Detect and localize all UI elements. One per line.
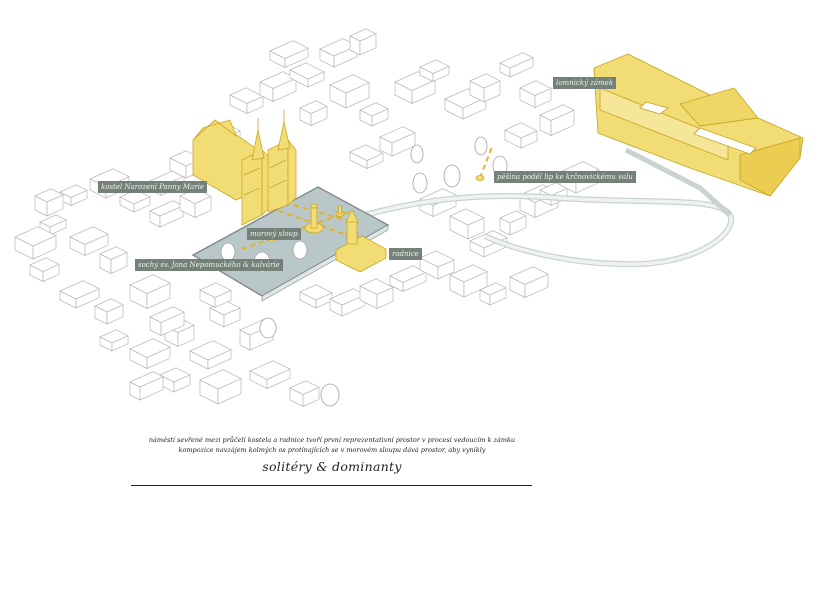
context-building (249, 360, 291, 380)
context-building (159, 367, 191, 383)
label-plague-column: morový sloup (247, 228, 301, 240)
context-building (449, 208, 485, 226)
context-building (189, 340, 232, 361)
context-building (329, 74, 370, 94)
context-building (69, 226, 109, 245)
context-building (149, 306, 185, 323)
context-building (379, 126, 416, 144)
context-building (419, 59, 450, 74)
label-town-hall: radnice (389, 248, 422, 260)
context-building (519, 80, 552, 96)
context-building (479, 282, 507, 296)
trees (220, 136, 508, 407)
context-building (499, 52, 534, 69)
context-building (289, 62, 325, 80)
context-building (449, 264, 488, 283)
label-statues: sochy sv. Jana Nepomuckého & kalvárie (135, 259, 283, 271)
context-building (59, 184, 88, 198)
procession-path (364, 147, 735, 268)
title-underline (131, 485, 532, 486)
context-building (359, 278, 394, 295)
context-building (39, 214, 67, 228)
context-building (499, 210, 527, 224)
context-building (129, 338, 171, 358)
caption-line-2: kompozice navzájem kolmých os protínajíc… (178, 446, 486, 454)
context-building (99, 329, 129, 344)
context-building (299, 284, 333, 301)
context-building (129, 274, 171, 294)
diagram-title: solitéry & dominanty (262, 459, 402, 474)
context-building (14, 226, 57, 247)
label-church: kostel Narození Panny Marie (98, 181, 207, 193)
context-building (299, 100, 328, 114)
context-building (349, 28, 377, 42)
church (192, 110, 297, 226)
context-building (349, 144, 384, 161)
context-building (539, 104, 575, 121)
context-building (199, 282, 232, 298)
context-building (289, 380, 320, 395)
context-building (419, 250, 455, 268)
context-building (99, 246, 128, 260)
context-building (129, 371, 164, 388)
context-building (359, 102, 389, 117)
context-building (509, 266, 549, 285)
castle (593, 53, 804, 197)
context-building (199, 369, 242, 390)
town-hall (335, 209, 387, 273)
context-building (34, 188, 64, 203)
context-buildings (14, 28, 600, 408)
context-building (94, 298, 124, 313)
context-building (504, 122, 538, 139)
context-building (29, 257, 60, 272)
plague-column (267, 175, 485, 242)
context-building (269, 40, 309, 59)
context-building (469, 73, 501, 89)
label-linden-path: pěšina podél lip ke krčnovickému valu (494, 171, 636, 183)
caption-line-1: náměstí sevřené mezi průčelí kostela a r… (148, 436, 516, 444)
label-castle: lomnický zámek (553, 77, 617, 89)
context-building (59, 280, 100, 300)
